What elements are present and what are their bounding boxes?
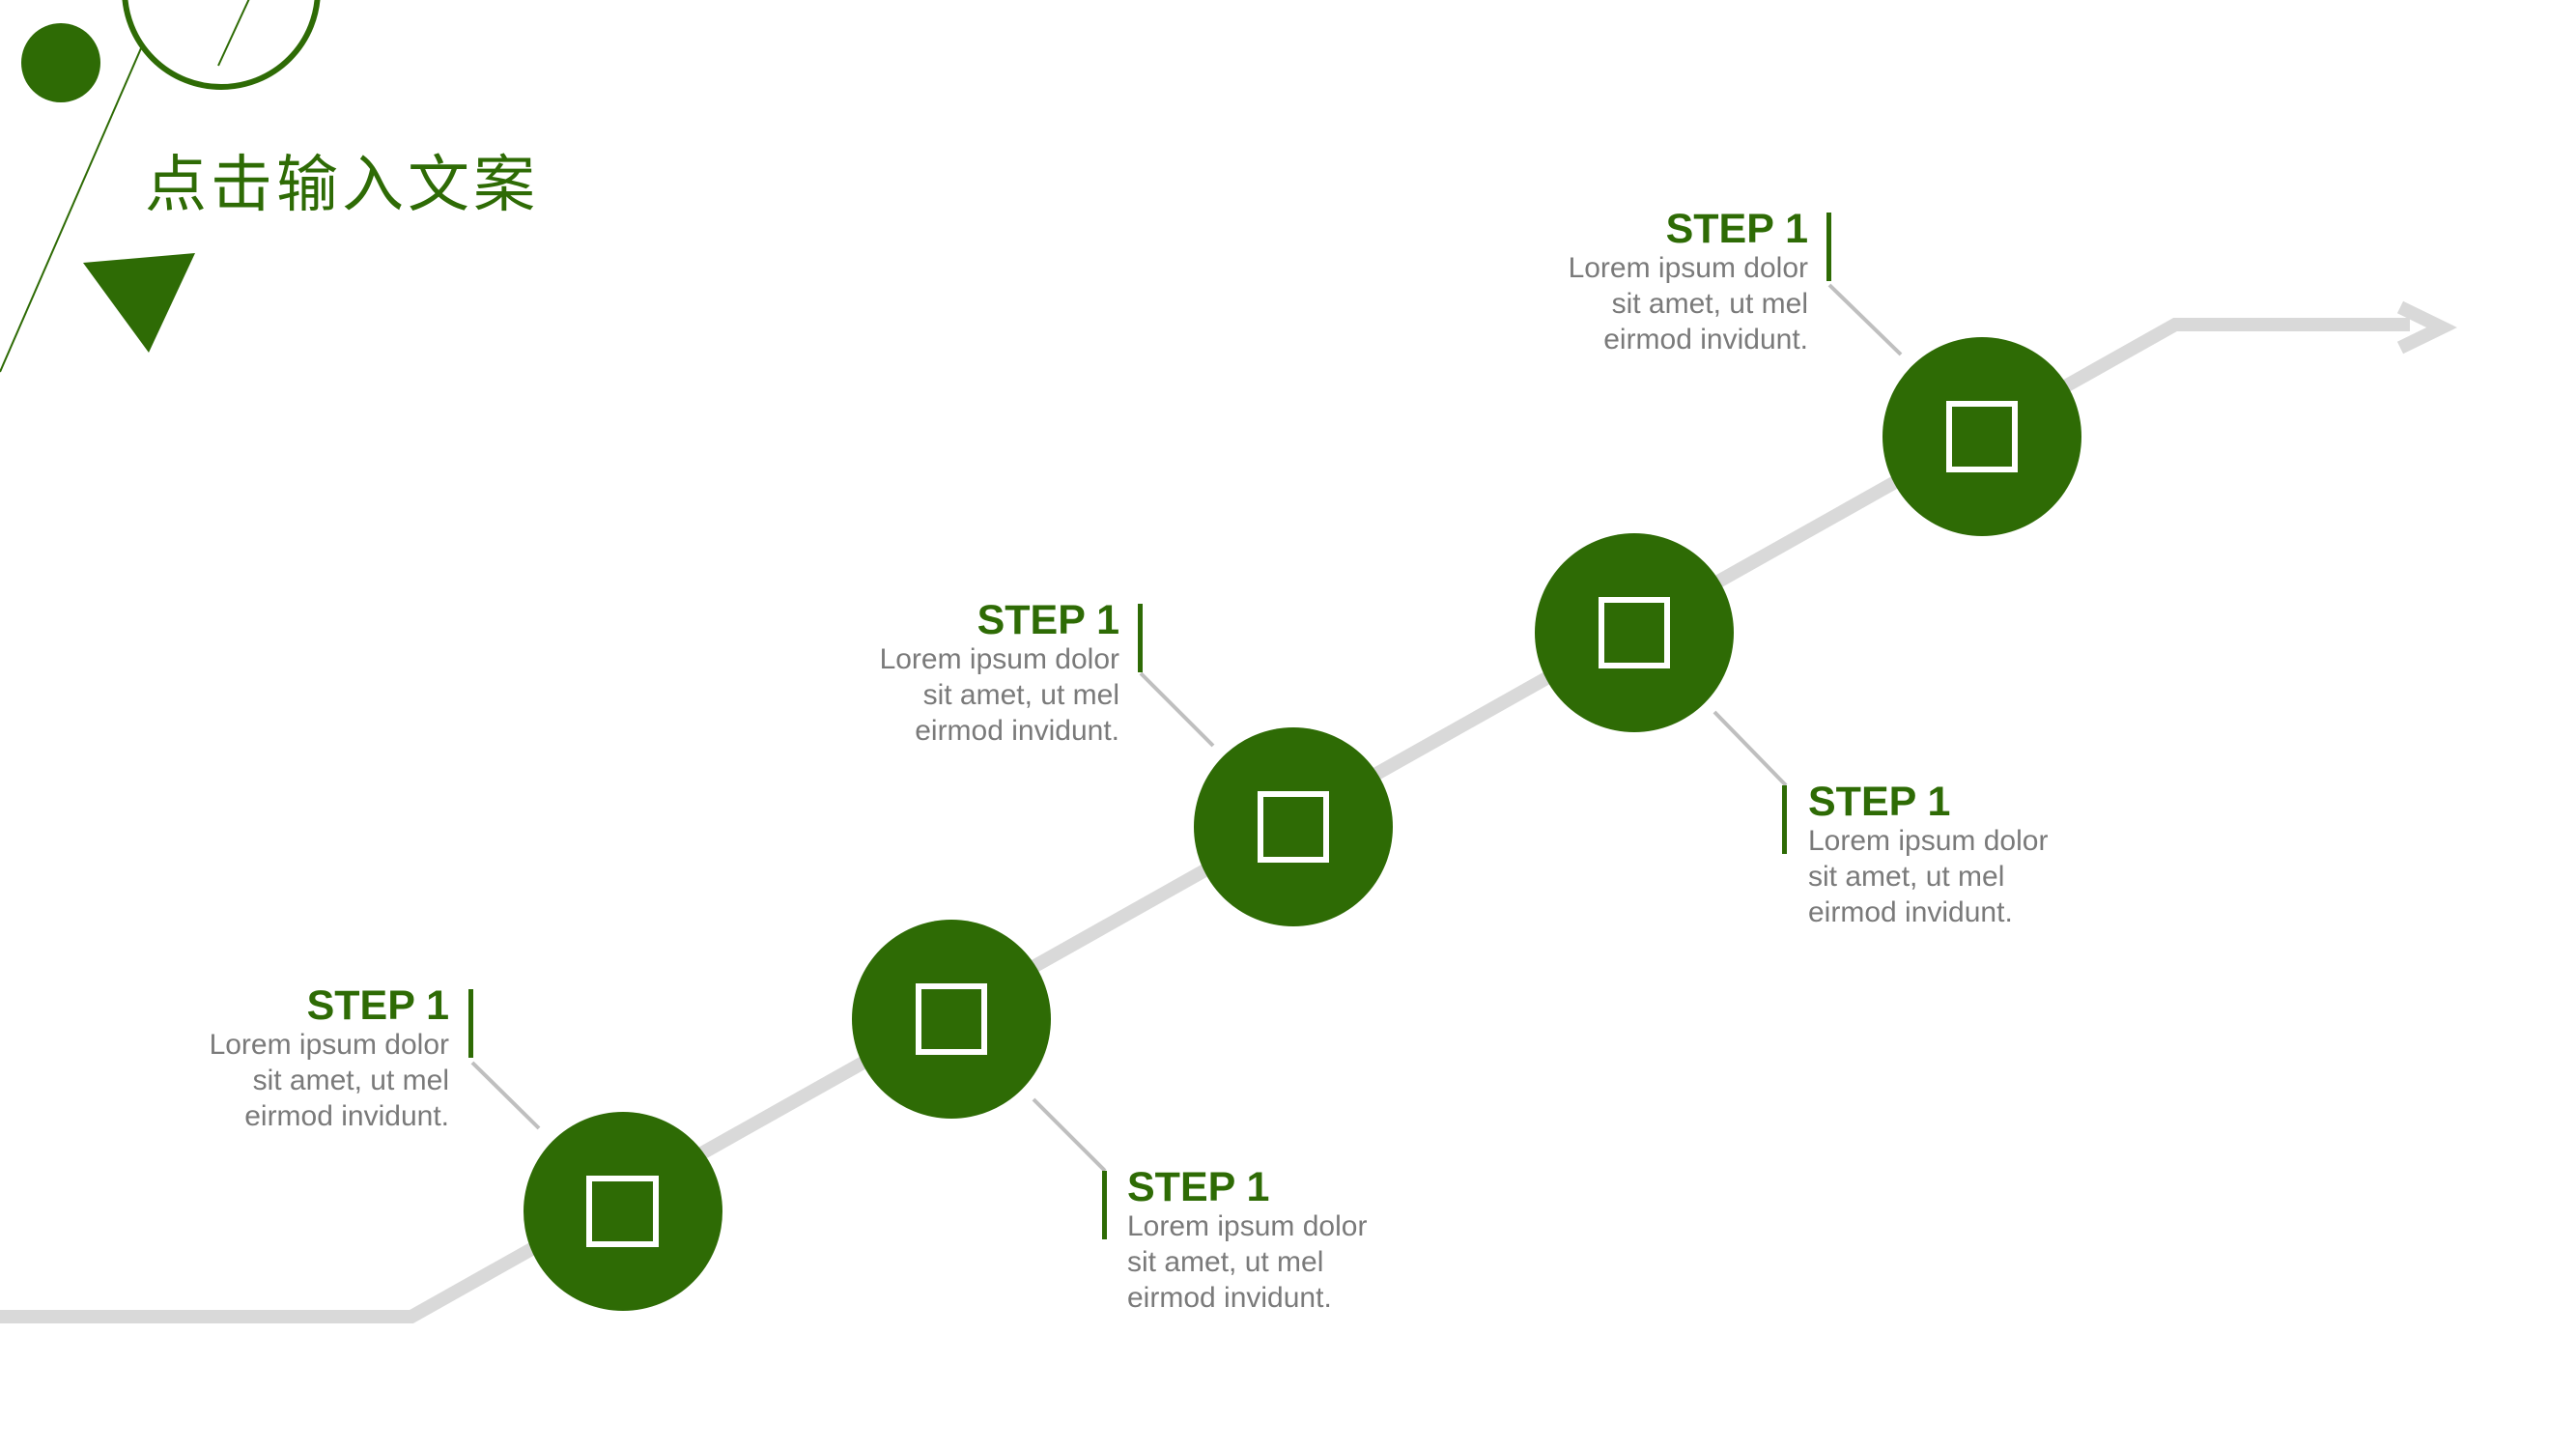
step-node-4: [1535, 533, 1734, 732]
callout-leaders: [468, 213, 1903, 1239]
leader-line-step-1: [470, 1061, 541, 1130]
step-card-1: STEP 1 Lorem ipsum dolor sit amet, ut me…: [43, 984, 449, 1134]
decor-long-line: [0, 47, 142, 373]
square-outline-icon: [1946, 401, 2018, 472]
step-card-3: STEP 1 Lorem ipsum dolor sit amet, ut me…: [714, 599, 1119, 749]
decor-short-line: [217, 0, 250, 67]
leader-line-step-5: [1827, 283, 1903, 356]
square-outline-icon: [586, 1176, 659, 1247]
leader-line-step-3: [1139, 671, 1215, 748]
step-card-4: STEP 1 Lorem ipsum dolor sit amet, ut me…: [1808, 781, 2214, 930]
step-description: Lorem ipsum dolor sit amet, ut mel eirmo…: [1568, 252, 1808, 355]
step-node-2: [852, 920, 1051, 1119]
step-circle: [1194, 727, 1393, 926]
square-outline-icon: [1258, 791, 1329, 863]
step-title: STEP 1: [1808, 779, 1951, 825]
step-circle: [1882, 337, 2081, 536]
step-circle: [852, 920, 1051, 1119]
step-card-5: STEP 1 Lorem ipsum dolor sit amet, ut me…: [1402, 208, 1808, 357]
page-title: 点击输入文案: [145, 150, 539, 221]
arrowhead-icon: [2396, 300, 2457, 355]
accent-bar-step-2: [1102, 1171, 1107, 1239]
accent-bar-step-1: [468, 989, 473, 1058]
step-circle: [1535, 533, 1734, 732]
accent-bar-step-5: [1826, 213, 1831, 281]
decorative-shapes: [0, 0, 321, 373]
step-description: Lorem ipsum dolor sit amet, ut mel eirmo…: [209, 1029, 449, 1132]
step-title: STEP 1: [977, 597, 1119, 643]
step-node-5: [1882, 337, 2081, 536]
step-nodes: [524, 337, 2081, 1311]
square-outline-icon: [916, 983, 987, 1055]
accent-bar-step-4: [1782, 785, 1787, 854]
step-title: STEP 1: [306, 982, 449, 1029]
square-outline-icon: [1599, 597, 1670, 668]
step-node-1: [524, 1112, 722, 1311]
decor-solid-circle: [21, 23, 100, 102]
leader-line-step-2: [1032, 1097, 1107, 1173]
step-description: Lorem ipsum dolor sit amet, ut mel eirmo…: [1808, 825, 2049, 928]
step-title: STEP 1: [1665, 206, 1808, 252]
step-description: Lorem ipsum dolor sit amet, ut mel eirmo…: [1127, 1210, 1368, 1314]
decor-triangle: [83, 253, 195, 353]
step-title: STEP 1: [1127, 1164, 1270, 1210]
step-node-3: [1194, 727, 1393, 926]
accent-bar-step-3: [1138, 604, 1143, 672]
decor-ring-circle: [122, 0, 321, 90]
step-description: Lorem ipsum dolor sit amet, ut mel eirmo…: [879, 643, 1119, 747]
leader-line-step-4: [1713, 710, 1788, 787]
step-card-2: STEP 1 Lorem ipsum dolor sit amet, ut me…: [1127, 1166, 1533, 1316]
step-circle: [524, 1112, 722, 1311]
